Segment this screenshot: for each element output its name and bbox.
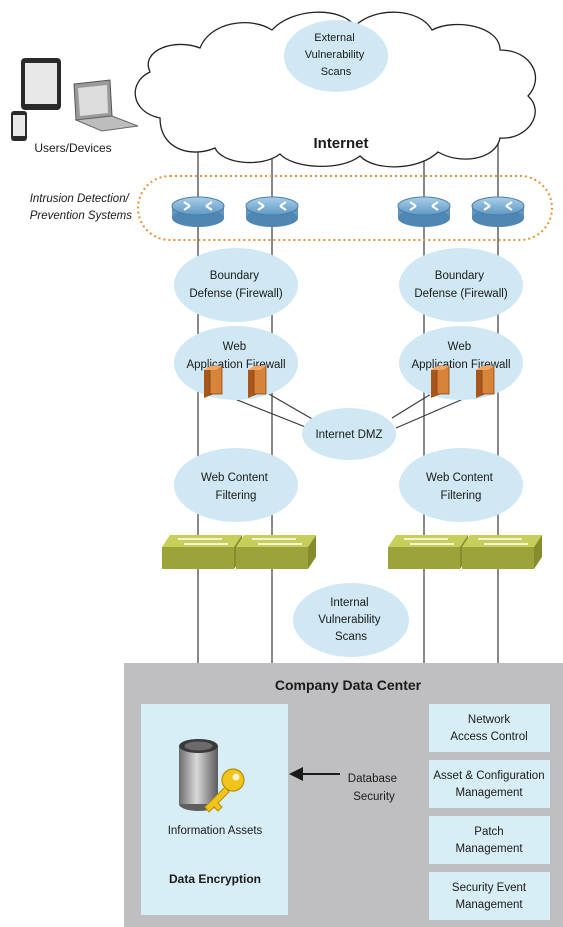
server-icon	[204, 365, 223, 398]
server-icon	[431, 365, 450, 398]
data-encryption-label: Data Encryption	[169, 872, 261, 886]
users-devices: Users/Devices	[11, 58, 139, 155]
internal-scans-bubble	[293, 583, 409, 657]
router-icon	[171, 196, 225, 227]
switch-icon	[388, 535, 468, 569]
key-icon	[204, 768, 245, 813]
right-content-filter: Web Content Filtering	[399, 448, 523, 522]
info-assets-panel	[141, 704, 288, 915]
info-assets-label: Information Assets	[168, 825, 263, 837]
left-waf: Web Application Firewall	[174, 326, 298, 400]
internal-scans-label: Internal Vulnerability Scans	[318, 597, 383, 643]
right-boundary-defense: Boundary Defense (Firewall)	[399, 248, 523, 322]
ids-outline	[137, 175, 553, 241]
left-boundary-label: Boundary Defense (Firewall)	[189, 270, 282, 300]
right-filter-bubble	[399, 448, 523, 522]
tablet-icon	[21, 58, 61, 110]
server-icon	[248, 365, 267, 398]
database-icon	[179, 739, 218, 811]
internet-label: Internet	[313, 135, 368, 152]
left-filter-label: Web Content Filtering	[201, 472, 271, 502]
ids-group: Intrusion Detection/ Prevention Systems	[30, 175, 553, 241]
phone-icon	[11, 111, 27, 141]
laptop-icon	[73, 79, 139, 132]
external-scans-label: External Vulnerability Scans	[305, 32, 368, 78]
right-waf: Web Application Firewall	[399, 326, 523, 400]
internet-dmz: Internet DMZ	[302, 408, 396, 460]
left-boundary-bubble	[174, 248, 298, 322]
switch-icon	[462, 535, 542, 569]
dmz-label: Internet DMZ	[315, 429, 382, 441]
dmz-bubble	[302, 408, 396, 460]
server-icon	[476, 365, 495, 398]
users-devices-label: Users/Devices	[34, 141, 111, 155]
left-boundary-defense: Boundary Defense (Firewall)	[174, 248, 298, 322]
left-content-filter: Web Content Filtering	[174, 448, 298, 522]
datacenter-title: Company Data Center	[275, 677, 422, 693]
right-filter-label: Web Content Filtering	[426, 472, 496, 502]
router-icon	[397, 196, 451, 227]
ids-label: Intrusion Detection/ Prevention Systems	[30, 193, 133, 222]
router-icon	[245, 196, 299, 227]
switch-icon	[236, 535, 316, 569]
switch-icon	[162, 535, 242, 569]
right-boundary-bubble	[399, 248, 523, 322]
db-security-label: Database Security	[348, 773, 400, 803]
external-scans-bubble	[284, 20, 388, 92]
right-boundary-label: Boundary Defense (Firewall)	[414, 270, 507, 300]
db-security-arrow	[289, 767, 340, 781]
left-filter-bubble	[174, 448, 298, 522]
router-icon	[471, 196, 525, 227]
internal-scans: Internal Vulnerability Scans	[293, 583, 409, 657]
internet-cloud: External Vulnerability Scans Internet	[134, 11, 537, 168]
